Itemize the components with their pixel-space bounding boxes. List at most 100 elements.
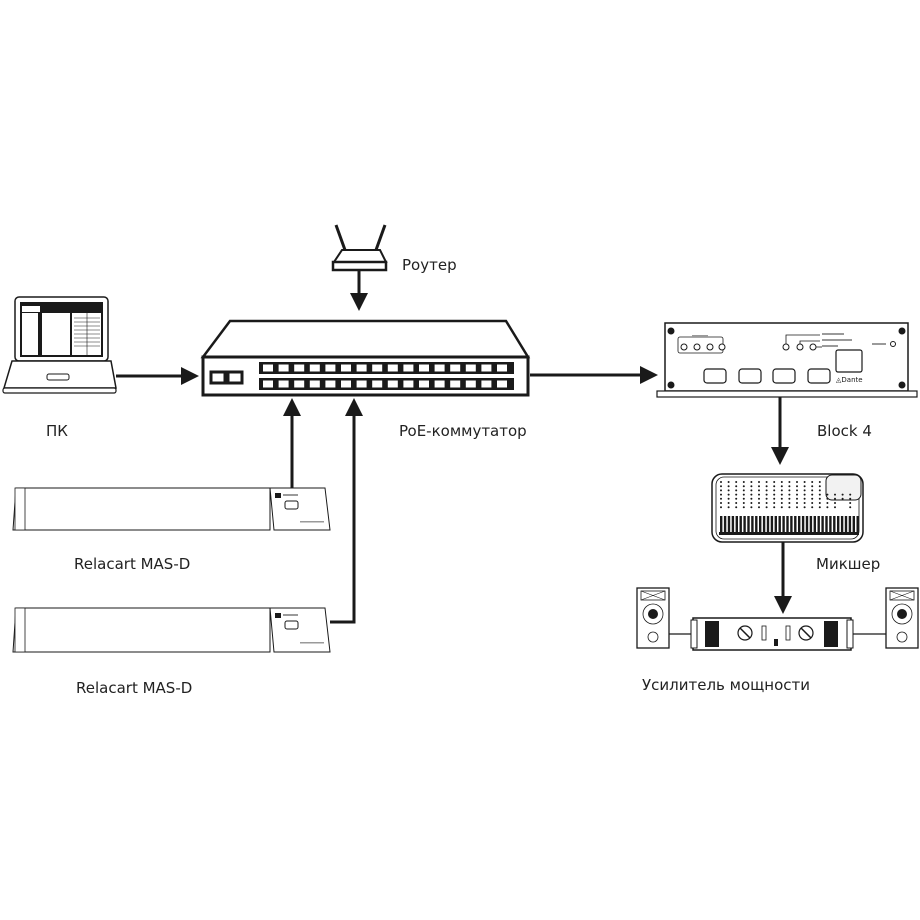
mixer-knob: [720, 485, 722, 488]
switch-port: [497, 364, 507, 372]
switch-port: [325, 364, 336, 372]
mixer-fader: [755, 516, 758, 534]
switch-port: [450, 364, 461, 372]
mixer-knob: [765, 481, 768, 483]
pc-label: ПК: [46, 422, 68, 440]
mixer-knob: [758, 506, 760, 509]
mixer-fader: [801, 516, 805, 534]
switch-port: [372, 364, 383, 372]
mixer-knob: [765, 489, 768, 492]
switch-port: [341, 364, 351, 372]
mixer-knob: [803, 502, 806, 504]
mixer-knob: [796, 493, 798, 496]
mixer-knob: [735, 506, 738, 509]
mixer-knob: [780, 485, 783, 488]
mixer-knob: [796, 481, 798, 483]
mixer-fader: [747, 516, 750, 534]
mixer-fader: [790, 516, 793, 534]
mixer-knob: [758, 481, 760, 483]
mixer-fader: [798, 516, 801, 534]
mixer-fader: [821, 516, 824, 534]
amplifier-label: Усилитель мощности: [642, 676, 810, 694]
mixer-knob: [750, 489, 753, 492]
mixer-fader: [813, 516, 816, 534]
switch-port: [278, 364, 289, 372]
switch-port: [481, 380, 492, 388]
microphone-array-icon-2: [12, 607, 331, 653]
mixer-knob: [803, 493, 806, 496]
mixer-knob: [720, 481, 722, 483]
mixer-knob: [834, 506, 836, 509]
mixer-knob: [742, 485, 745, 488]
mixer-knob: [727, 506, 730, 509]
mixer-fader: [817, 516, 820, 534]
switch-port: [309, 380, 320, 388]
switch-label: PoE-коммутатор: [399, 422, 527, 440]
mixer-knob: [818, 489, 821, 492]
switch-port: [465, 364, 476, 372]
mixer-knob: [811, 493, 814, 496]
mixer-knob: [796, 497, 798, 500]
mixer-knob: [826, 493, 829, 496]
mixer-knob: [727, 485, 730, 488]
mixer-knob: [818, 493, 821, 496]
mixer-knob: [735, 497, 738, 500]
mixer-knob: [788, 485, 791, 488]
mixer-knob: [720, 493, 722, 496]
mixer-fader: [723, 516, 727, 534]
mixer-knob: [826, 506, 829, 509]
mixer-knob: [773, 485, 776, 488]
mixer-knob: [811, 502, 814, 504]
mixer-knob: [811, 497, 814, 500]
mixer-fader: [794, 516, 797, 534]
mixer-knob: [849, 502, 852, 504]
dante-logo: ◬Dante: [836, 376, 863, 384]
mixer-fader: [766, 516, 770, 534]
mixer-knob: [818, 502, 821, 504]
mixer-knob: [818, 481, 821, 483]
mixer-fader: [844, 516, 848, 534]
uplink-port: [226, 370, 244, 385]
mixer-knob: [742, 497, 745, 500]
mixer-knob: [780, 502, 783, 504]
mixer-knob: [811, 485, 814, 488]
switch-port: [434, 364, 445, 372]
mixer-knob: [742, 493, 745, 496]
mixer-fader: [762, 516, 766, 534]
mixer-fader: [856, 516, 859, 534]
mixer-knob: [727, 481, 730, 483]
mixer-fader: [770, 516, 774, 534]
mixer-knob: [720, 497, 722, 500]
mixer-knob: [773, 497, 776, 500]
mixer-fader: [848, 516, 852, 534]
mixer-fader: [786, 516, 789, 534]
switch-port: [387, 364, 398, 372]
mixer-knob: [818, 485, 821, 488]
mixer-knob: [727, 493, 730, 496]
mixer-icon: [711, 473, 864, 543]
mixer-knob: [750, 481, 753, 483]
mixer-fader: [825, 516, 828, 534]
mixer-knob: [773, 489, 776, 492]
mixer-fader-base: [719, 532, 859, 535]
mixer-knob: [742, 502, 745, 504]
block4-label: Block 4: [817, 422, 872, 440]
mixer-knob: [750, 485, 753, 488]
mixer-knob: [758, 497, 760, 500]
mixer-knob: [765, 506, 768, 509]
mixer-knob: [849, 493, 852, 496]
mixer-knob: [841, 493, 844, 496]
mixer-fader: [833, 516, 836, 534]
microphone-array-icon-1: [12, 487, 331, 531]
mixer-knob: [727, 502, 730, 504]
mixer-knob: [834, 502, 836, 504]
mixer-knob: [796, 502, 798, 504]
mic2-label: Relacart MAS-D: [76, 679, 193, 697]
switch-port: [465, 380, 476, 388]
mixer-knob: [826, 502, 829, 504]
speaker-right-icon: [885, 587, 919, 649]
mixer-knob: [735, 489, 738, 492]
mixer-knob: [735, 493, 738, 496]
switch-port: [356, 380, 367, 388]
